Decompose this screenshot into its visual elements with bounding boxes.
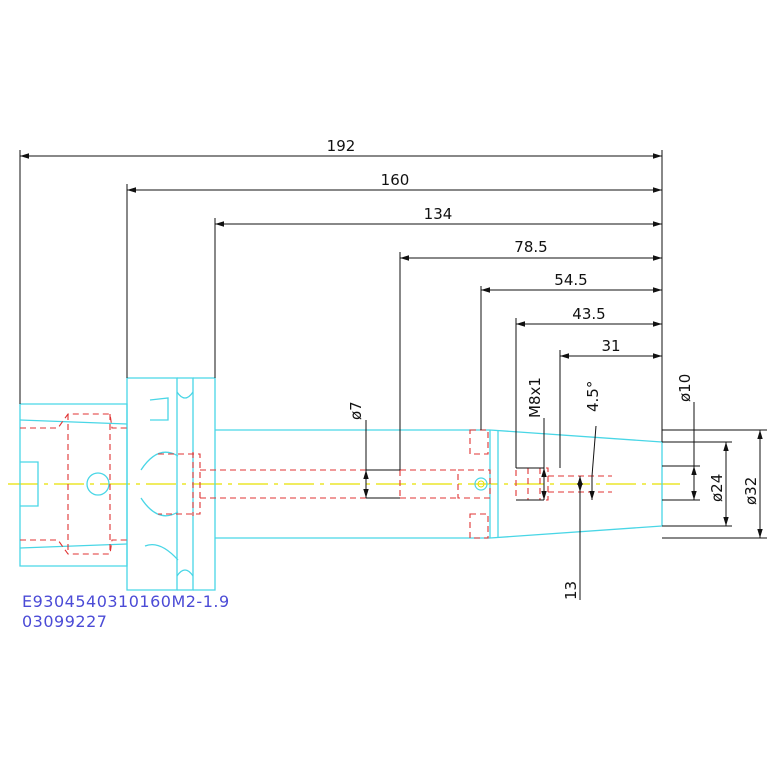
dim-78-5: 78.5 (514, 238, 547, 256)
tool-outline (19, 377, 663, 591)
dim-192: 192 (327, 137, 356, 155)
dim-54-5: 54.5 (554, 271, 587, 289)
dim-dia-10: ø10 (676, 374, 694, 402)
dim-thread-m8: M8x1 (526, 377, 544, 418)
dim-134: 134 (424, 205, 453, 223)
part-number: E9304540310160M2-1.9 (22, 592, 230, 611)
dim-dia-24: ø24 (708, 474, 726, 502)
dim-31: 31 (601, 337, 620, 355)
internal-features (20, 413, 612, 555)
dimension-text: 192 160 134 78.5 54.5 43.5 31 ø7 M8x1 4.… (327, 137, 760, 600)
dimension-lines (19, 150, 767, 600)
dim-43-5: 43.5 (572, 305, 605, 323)
drawing-code: 03099227 (22, 612, 108, 631)
dim-height-13: 13 (562, 581, 580, 600)
dim-angle-4-5: 4.5° (584, 381, 602, 412)
dim-dia-32: ø32 (742, 477, 760, 505)
dim-dia-7: ø7 (347, 401, 365, 420)
dim-160: 160 (381, 171, 410, 189)
cross-hole-mark (474, 477, 488, 491)
